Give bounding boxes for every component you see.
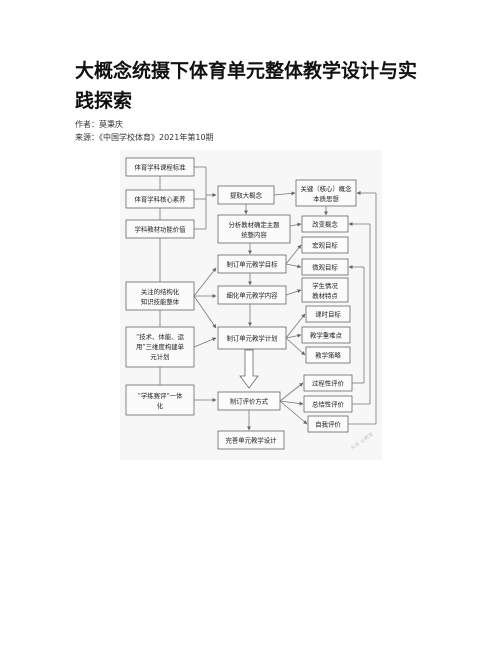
box-key-concept-line2: 本质思想 bbox=[313, 194, 339, 203]
article-title: 大概念统摄下体育单元整体教学设计与实践探索 bbox=[75, 60, 418, 112]
watermark: 头条 @教育 bbox=[349, 431, 375, 452]
box-unit-content-label: 细化单元教学内容 bbox=[226, 291, 278, 300]
box-refine-design-label: 完善单元教学设计 bbox=[225, 436, 277, 445]
box-summative-evaluation-label: 总结性评价 bbox=[312, 400, 345, 409]
box-change-concept-label: 改变概念 bbox=[312, 220, 338, 229]
box-macro-objectives-label: 宏观目标 bbox=[312, 241, 338, 250]
box-lesson-objectives-label: 课时目标 bbox=[315, 310, 341, 319]
box-teaching-strategy bbox=[305, 346, 351, 364]
box-student-textbook bbox=[301, 277, 349, 303]
box-student-textbook-line2: 教材特点 bbox=[312, 291, 338, 300]
box-lesson-objectives bbox=[305, 305, 351, 323]
box-three-dimensions-line2: 用”三维度构建单 bbox=[136, 342, 185, 351]
box-refine-design bbox=[217, 430, 285, 450]
box-three-dimensions-line3: 元计划 bbox=[150, 352, 169, 361]
box-micro-objectives-label: 微观目标 bbox=[312, 263, 338, 272]
box-integration-line2: 化 bbox=[157, 401, 164, 410]
box-key-concept-line1: 关键（核心）概念 bbox=[300, 184, 352, 193]
box-key-difficult-points bbox=[301, 326, 351, 344]
box-extract-big-concept-label: 提取大概念 bbox=[230, 191, 263, 200]
box-process-evaluation-label: 过程性评价 bbox=[312, 379, 345, 388]
box-self-evaluation-label: 自我评价 bbox=[315, 420, 341, 429]
box-structured-knowledge-line2: 知识技能整体 bbox=[141, 297, 180, 306]
box-three-dimensions-line1: “技术、体能、运 bbox=[136, 332, 185, 341]
box-analyze-textbook-line2: 统整内容 bbox=[241, 230, 267, 239]
box-student-textbook-line1: 学生情况 bbox=[312, 281, 338, 290]
box-teaching-strategy-label: 教学策略 bbox=[315, 351, 341, 360]
box-integration-line1: “学练赛评”一体 bbox=[138, 391, 183, 400]
box-unit-plan-label: 制订单元教学计划 bbox=[226, 334, 277, 343]
box-textbook-value-label: 学科教材功能价值 bbox=[134, 225, 186, 234]
author-line: 作者：莫秉庆 bbox=[75, 120, 123, 129]
box-unit-objectives-label: 制订单元教学目标 bbox=[226, 260, 278, 269]
box-evaluation-method-label: 制订评价方式 bbox=[230, 397, 269, 406]
box-core-literacy-label: 体育学科核心素养 bbox=[134, 195, 186, 204]
box-analyze-textbook-line1: 分析教材确定主题 bbox=[228, 220, 280, 229]
box-curriculum-standard-label: 体育学科课程标准 bbox=[134, 163, 186, 172]
box-change-concept bbox=[301, 215, 349, 233]
box-key-difficult-points-label: 教学重难点 bbox=[310, 331, 343, 340]
source-line: 来源：《中国学校体育》2021年第10期 bbox=[75, 133, 214, 142]
box-integration bbox=[125, 384, 195, 416]
flowchart-diagram: 体育学科课程标准 体育学科核心素养 学科教材功能价值 关注的结构化 知识技能整体… bbox=[120, 150, 382, 460]
box-structured-knowledge-line1: 关注的结构化 bbox=[141, 287, 180, 296]
box-analyze-textbook bbox=[217, 214, 291, 244]
box-micro-objectives bbox=[301, 258, 349, 276]
box-macro-objectives bbox=[301, 236, 349, 254]
box-key-concept bbox=[295, 179, 357, 207]
